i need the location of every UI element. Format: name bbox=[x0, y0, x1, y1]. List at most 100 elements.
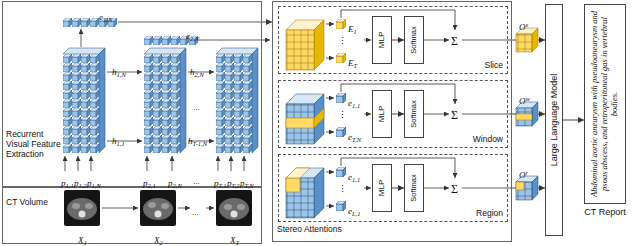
ct-slices bbox=[79, 211, 86, 218]
label-holder: X2 bbox=[154, 229, 163, 246]
panel-heading-holder: Recurrent Visual Feature Extraction bbox=[6, 130, 63, 159]
math-label: ... bbox=[193, 177, 200, 186]
math-label: pT,N bbox=[240, 179, 254, 188]
output-cubes bbox=[516, 182, 524, 190]
rotated-holder: MLP bbox=[373, 165, 391, 211]
label-holder: Σ bbox=[451, 179, 458, 197]
output-cubes bbox=[516, 114, 532, 120]
math-label: Σ bbox=[451, 109, 458, 121]
region-attention-art bbox=[336, 167, 346, 177]
feature-arrows bbox=[78, 156, 79, 171]
subscript: T bbox=[236, 239, 240, 246]
ct-volume-panel: CT Volume bbox=[2, 187, 262, 244]
panel-heading-holder: Stereo Attentions bbox=[277, 225, 417, 235]
label-holder: e1,1 bbox=[348, 166, 360, 184]
slice-attention-art bbox=[424, 40, 449, 41]
slice-attention-art bbox=[364, 40, 371, 41]
math-label: h2,N bbox=[190, 68, 204, 77]
label-holder: Σ bbox=[451, 31, 458, 49]
report-heading-holder: CT Report bbox=[584, 207, 626, 217]
window-attention-art bbox=[286, 104, 314, 144]
slice-attention-art bbox=[326, 58, 334, 59]
label-holder: pT,1 bbox=[214, 172, 227, 190]
feature-arrows bbox=[65, 22, 270, 208]
arrow-connector bbox=[392, 188, 404, 189]
subscript: 1,1 bbox=[66, 182, 74, 189]
label-holder: ET bbox=[348, 52, 357, 70]
math-label: pT,1 bbox=[214, 179, 227, 188]
window-attention-art bbox=[424, 114, 449, 115]
label-holder: pT,N bbox=[240, 172, 254, 190]
math-label: X1 bbox=[78, 236, 87, 245]
math-label: Os bbox=[519, 23, 528, 32]
subscript: 2,1 bbox=[148, 182, 156, 189]
math-label: e2,N bbox=[186, 32, 199, 41]
output-cubes bbox=[516, 108, 532, 126]
label-holder: pT,2 bbox=[227, 172, 240, 190]
region-attention-art bbox=[286, 178, 314, 218]
label-holder: p1,1 bbox=[61, 172, 74, 190]
box-heading-holder: Region bbox=[476, 209, 503, 219]
math-label: ⋮ bbox=[338, 111, 347, 120]
arrow-connector bbox=[563, 120, 584, 121]
label-holder: ... bbox=[193, 96, 200, 114]
attention-panel: Stereo AttentionsSliceMLPSoftmaxWindowML… bbox=[272, 1, 512, 242]
math-label: X2 bbox=[154, 236, 163, 245]
math-label: ⋮ bbox=[338, 185, 347, 194]
mlp-box: MLP bbox=[372, 16, 392, 64]
ct-slices bbox=[72, 203, 80, 209]
window-attention-art bbox=[286, 84, 508, 144]
ct-slices bbox=[224, 204, 232, 210]
feature-blocks bbox=[63, 54, 99, 153]
math-label: Ow bbox=[519, 97, 530, 106]
label-holder: ... bbox=[192, 201, 199, 219]
slice-attention-art bbox=[336, 53, 346, 63]
label-holder: Os bbox=[519, 16, 528, 34]
ct-slices bbox=[64, 190, 100, 226]
window-attention-art bbox=[364, 114, 371, 115]
math-label: eL,1 bbox=[348, 207, 361, 216]
subscript: T bbox=[354, 62, 358, 69]
ct-slices bbox=[219, 198, 249, 220]
feature-blocks bbox=[144, 54, 180, 153]
label-holder: Or bbox=[519, 164, 528, 182]
window-attention-art bbox=[336, 127, 346, 137]
math-label: Σ bbox=[451, 183, 458, 195]
ct-slices bbox=[67, 198, 97, 220]
math-label: Or bbox=[519, 171, 528, 180]
subscript: T,N bbox=[352, 136, 361, 143]
math-label: eT,N bbox=[348, 133, 361, 142]
softmax-box: Softmax bbox=[404, 164, 424, 212]
label-holder: p2,N bbox=[168, 172, 182, 190]
region-attention-art bbox=[286, 168, 310, 178]
math-label: e1,1 bbox=[348, 173, 360, 182]
feature-arrows bbox=[231, 156, 232, 171]
superscript: w bbox=[526, 95, 530, 102]
label-holder: h1,N bbox=[112, 61, 126, 79]
subscript: 1,N bbox=[103, 16, 112, 23]
math-label: pT,2 bbox=[227, 179, 240, 188]
subscript: T,1 bbox=[219, 182, 227, 189]
feature-panel: Recurrent Visual Feature Extraction bbox=[2, 1, 262, 187]
subscript: 1,1 bbox=[117, 140, 125, 147]
label-holder: ⋮ bbox=[338, 104, 347, 122]
ct-slices bbox=[64, 190, 252, 226]
softmax-box: Softmax bbox=[404, 90, 424, 138]
math-label: e1,1 bbox=[348, 99, 360, 108]
ct-slices bbox=[155, 211, 162, 218]
feature-arrows bbox=[102, 208, 138, 209]
window-attention-art bbox=[314, 108, 324, 128]
panel-heading: CT Volume bbox=[6, 198, 60, 208]
ct-slices bbox=[231, 211, 238, 218]
math-label: p1,2 bbox=[74, 179, 87, 188]
feature-blocks bbox=[63, 48, 105, 54]
region-attention-art bbox=[336, 201, 346, 211]
arrow-connector bbox=[262, 22, 272, 23]
box-label: MLP bbox=[377, 32, 386, 48]
window-attention-art bbox=[286, 118, 314, 128]
rotated-holder: Abdominal aortic aneurysm with pseudoane… bbox=[585, 5, 625, 203]
ct-slices bbox=[216, 190, 252, 226]
feature-arrows bbox=[178, 208, 190, 209]
